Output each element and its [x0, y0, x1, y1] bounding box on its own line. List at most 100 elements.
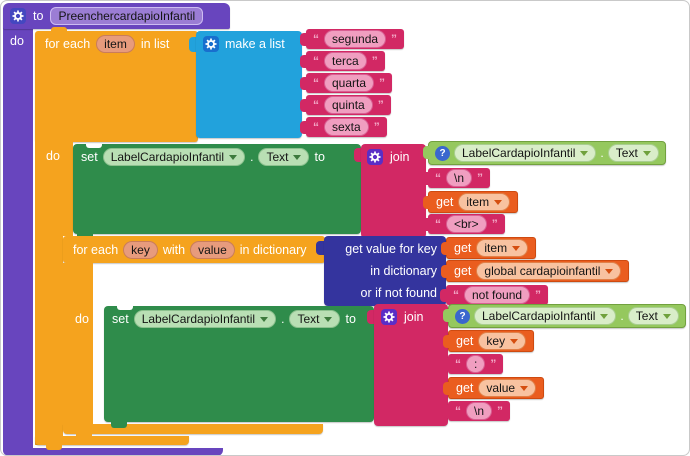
component-dropdown[interactable]: LabelCardapioInfantil [133, 310, 277, 328]
get-label: get [454, 264, 472, 278]
property-dropdown[interactable]: Text [627, 307, 679, 325]
text-field[interactable]: \n [446, 169, 473, 187]
procedure-block-header[interactable]: to PreenchercardapioInfantil [3, 3, 230, 29]
gear-icon[interactable] [10, 8, 26, 24]
text-field[interactable]: \n [466, 402, 493, 420]
dict-lookup-plug-tab [316, 241, 326, 255]
component-dropdown[interactable]: LabelCardapioInfantil [454, 144, 597, 162]
open-quote: “ [453, 288, 459, 302]
property-name: Text [297, 312, 320, 326]
to-label: to [345, 312, 356, 326]
foreach-list-bottom[interactable] [35, 436, 189, 445]
text-field[interactable]: terca [324, 52, 367, 70]
procedure-do-label: do [10, 34, 24, 48]
gear-icon[interactable] [381, 308, 397, 325]
get-variable-value-block[interactable]: get value [442, 377, 545, 399]
close-quote: ” [477, 171, 484, 185]
set-text-block-2[interactable]: set LabelCardapioInfantil . Text to [104, 306, 374, 422]
text-block-newline-1[interactable]: “ \n ” [421, 168, 491, 188]
text-block-colon[interactable]: “ : ” [441, 354, 504, 374]
chevron-down-icon [324, 316, 333, 326]
make-a-list-block[interactable]: make a list [196, 31, 302, 138]
gear-icon[interactable] [367, 148, 383, 165]
text-block-quinta[interactable]: “ quinta ” [300, 95, 391, 115]
open-quote: “ [435, 171, 441, 185]
component-dropdown[interactable]: LabelCardapioInfantil [474, 307, 617, 325]
loop-var-key-field[interactable]: key [123, 240, 158, 259]
join-1-plug-tab [354, 148, 363, 162]
property-name: Text [635, 309, 658, 323]
gear-glyph [369, 151, 381, 162]
help-icon[interactable]: ? [455, 308, 470, 324]
text-field[interactable]: segunda [324, 30, 387, 48]
text-field[interactable]: <br> [446, 215, 487, 233]
for-each-label: for each [73, 242, 119, 257]
join-block-1[interactable]: join [361, 144, 426, 238]
procedure-block-spine[interactable] [3, 27, 33, 455]
loop-var-value-field[interactable]: value [190, 240, 235, 259]
join-label: join [404, 309, 424, 324]
foreach-list-spine[interactable] [35, 57, 63, 445]
get-variable-item-block-2[interactable]: get item [440, 237, 537, 259]
text-block-newline-2[interactable]: “ \n ” [441, 401, 511, 421]
dict-lookup-block[interactable]: get value for key in dictionary or if no… [324, 236, 446, 306]
loop-var-item-field[interactable]: item [96, 35, 135, 53]
get-component-text-block-2[interactable]: ? LabelCardapioInfantil . Text [443, 304, 686, 328]
chevron-down-icon [293, 154, 302, 164]
component-name: LabelCardapioInfantil [141, 312, 256, 326]
in-list-label: in list [140, 37, 170, 51]
get-label: get [456, 334, 474, 348]
get-label: get [436, 195, 454, 209]
text-field[interactable]: quinta [324, 96, 373, 114]
make-a-list-label: make a list [225, 37, 285, 51]
procedure-block-bottom[interactable] [3, 448, 223, 455]
property-dropdown[interactable]: Text [289, 310, 341, 328]
text-block-quarta[interactable]: “ quarta ” [299, 73, 393, 93]
foreach-list-next-tab [46, 445, 62, 450]
text-field[interactable]: not found [464, 286, 531, 304]
gear-glyph [383, 311, 395, 322]
get-component-text-block-1[interactable]: ? LabelCardapioInfantil . Text [423, 141, 666, 165]
gear-icon[interactable] [203, 36, 219, 52]
foreach-dict-next-tab [76, 434, 92, 439]
chevron-down-icon [662, 313, 671, 323]
text-block-sexta[interactable]: “ sexta ” [300, 117, 387, 137]
with-label: with [162, 242, 186, 257]
foreach-dict-spine[interactable] [63, 263, 93, 424]
set-text-block-1[interactable]: set LabelCardapioInfantil . Text to [73, 144, 361, 234]
close-quote: ” [371, 54, 378, 68]
get-variable-key-block[interactable]: get key [442, 330, 535, 352]
procedure-name-field[interactable]: PreenchercardapioInfantil [50, 7, 204, 25]
variable-dropdown[interactable]: global cardapioinfantil [476, 262, 622, 280]
open-quote: “ [313, 32, 319, 46]
join-block-2[interactable]: join [374, 304, 448, 426]
property-dropdown[interactable]: Text [607, 144, 659, 162]
text-field[interactable]: : [466, 355, 486, 373]
to-label: to [314, 150, 325, 164]
text-field[interactable]: quarta [324, 74, 375, 92]
text-block-terca[interactable]: “ terca ” [300, 51, 385, 71]
get-global-cardapioinfantil-block[interactable]: get global cardapioinfantil [440, 260, 630, 282]
text-field[interactable]: sexta [324, 118, 369, 136]
get-variable-item-block-1[interactable]: get item [422, 191, 519, 213]
text-block-not-found[interactable]: “ not found ” [439, 285, 549, 305]
variable-dropdown[interactable]: value [478, 379, 537, 397]
in-dictionary-label: in dictionary [239, 242, 307, 257]
foreach-dict-do-label: do [75, 312, 89, 326]
variable-dropdown[interactable]: item [476, 239, 529, 257]
variable-dropdown[interactable]: item [458, 193, 511, 211]
foreach-dict-block[interactable]: for each key with value in dictionary [63, 236, 325, 263]
get-value-for-key-label: get value for key [345, 242, 437, 256]
foreach-dict-bottom[interactable] [63, 424, 323, 434]
variable-name: item [484, 241, 508, 255]
variable-dropdown[interactable]: key [478, 332, 527, 350]
component-dropdown[interactable]: LabelCardapioInfantil [102, 148, 246, 166]
help-icon[interactable]: ? [435, 145, 450, 161]
to-label: to [33, 9, 44, 23]
text-block-br[interactable]: “ <br> ” [422, 214, 505, 234]
open-quote: “ [455, 404, 461, 418]
property-dropdown[interactable]: Text [258, 148, 310, 166]
open-quote: “ [455, 357, 461, 371]
text-block-segunda[interactable]: “ segunda ” [299, 29, 405, 49]
